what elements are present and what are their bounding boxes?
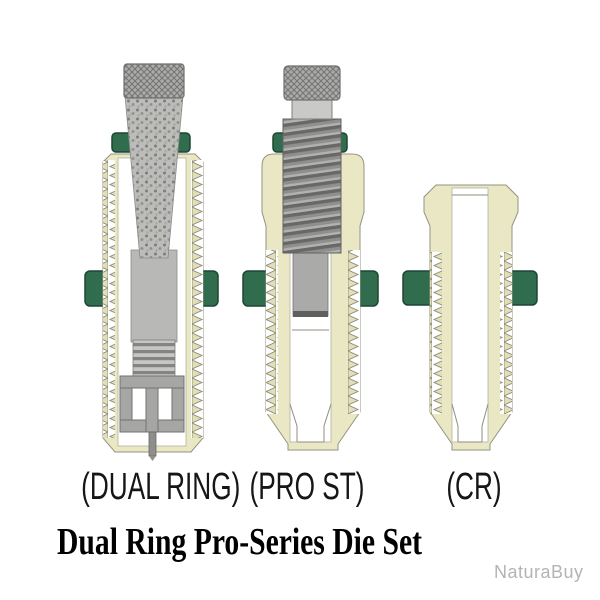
bullet-guide-collet — [119, 375, 185, 433]
knurled-adjuster-cap — [123, 63, 185, 99]
body-threads-right — [191, 160, 203, 438]
decapping-pin-tip — [149, 456, 156, 461]
cr-die-illustration — [402, 184, 538, 451]
body-threads-left — [103, 160, 115, 438]
knurled-adjuster-cap — [283, 65, 341, 101]
die-label-pro-st: (PRO ST) — [249, 466, 365, 508]
decapping-pin — [148, 431, 157, 457]
seater-stem — [130, 249, 178, 343]
inner-spring — [132, 339, 176, 379]
stem-pilot-base — [293, 311, 328, 317]
die-label-cr: (CR) — [446, 466, 502, 508]
threaded-stem — [282, 118, 342, 254]
body-threads-left — [266, 250, 278, 414]
body-threads-right — [348, 250, 360, 414]
dual-ring-die-illustration — [84, 63, 219, 461]
case-chamber-lines — [451, 194, 489, 443]
product-title: Dual Ring Pro-Series Die Set — [57, 521, 422, 563]
body-threads-left — [430, 252, 442, 414]
naturabuy-watermark: NaturaBuy — [494, 562, 584, 582]
stem-neck — [291, 99, 333, 120]
case-chamber-lines — [289, 329, 332, 443]
stem-pilot — [292, 251, 329, 317]
body-threads-right — [500, 252, 512, 414]
die-label-dual-ring: (DUAL RING) — [81, 466, 241, 508]
pro-st-die-illustration — [242, 65, 379, 451]
body-cutaway-interior — [451, 187, 489, 443]
